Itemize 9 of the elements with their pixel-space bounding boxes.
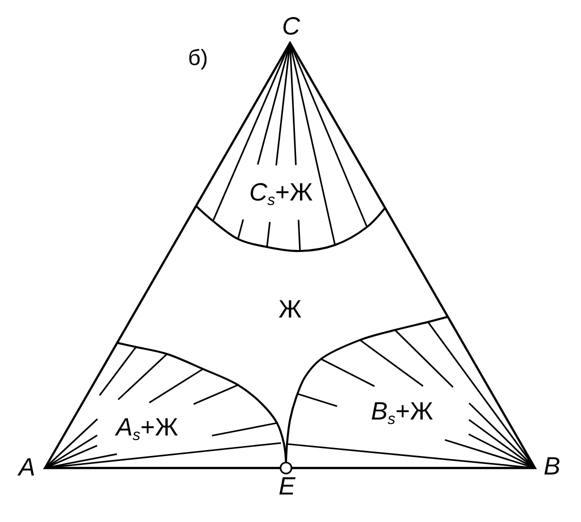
region-label: A$_{s}$+Ж [116, 416, 178, 440]
region-label: Ж [278, 298, 302, 322]
point-label: E [278, 474, 296, 500]
vertex-label: B [544, 454, 560, 480]
region-label: B$_{s}$+Ж [370, 400, 434, 424]
region-label: C$_{s}$+Ж [249, 180, 313, 206]
panel-label: б) [188, 47, 208, 69]
vertex-label: A [18, 456, 36, 480]
vertex-label: C [282, 14, 300, 40]
